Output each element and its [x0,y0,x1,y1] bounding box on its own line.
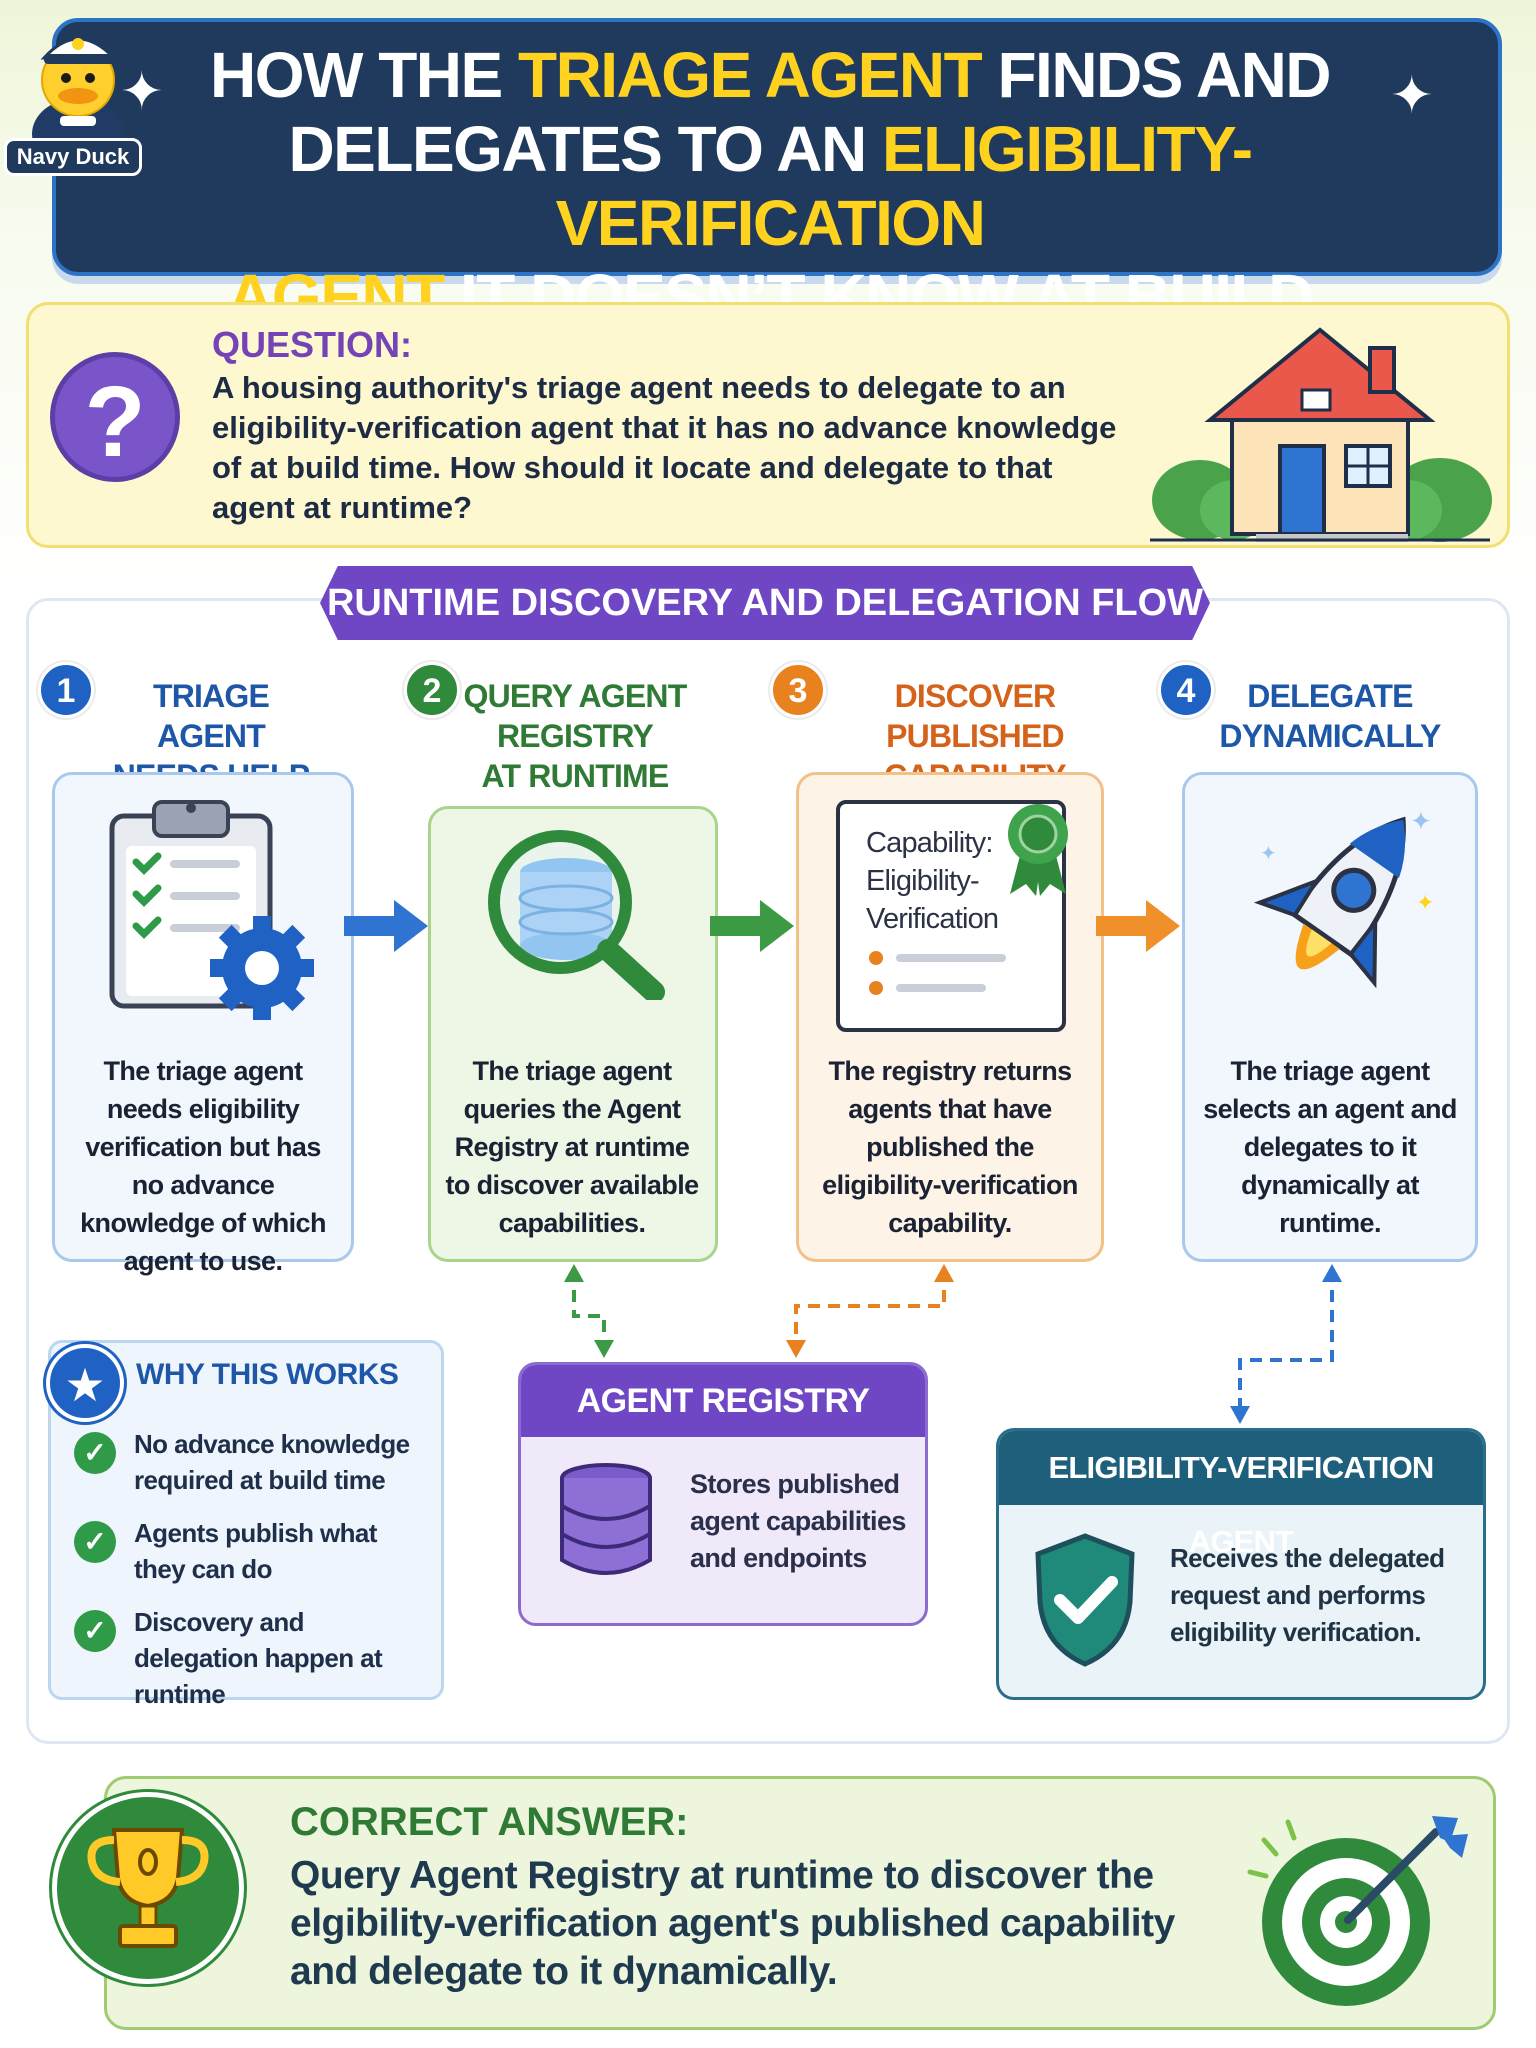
eligibility-agent-text: Receives the delegated request and perfo… [1170,1543,1445,1647]
check-circle-icon: ✓ [74,1610,116,1652]
clipboard-gear-icon [109,800,314,1020]
question-mark-icon: ? [50,352,180,482]
why-this-works-title: WHY THIS WORKS [136,1358,399,1391]
question-text: A housing authority's triage agent needs… [212,370,1117,525]
navy-duck-mascot-icon [32,37,124,170]
header-banner [52,18,1502,276]
agent-registry-title: AGENT REGISTRY [521,1365,925,1437]
arrow-right-icon [710,900,794,952]
rocket-icon: ✦ ✦ ✦ [1253,806,1434,989]
sparkle-icon: ✦ [1390,67,1434,125]
step-4-description: The triage agent selects an agent and de… [1203,1056,1457,1238]
step-1-description: The triage agent needs eligibility verif… [80,1056,326,1276]
check-circle-icon: ✓ [74,1521,116,1563]
trophy-icon [87,1828,209,1948]
eligibility-agent-title: ELIGIBILITY-VERIFICATION AGENT [999,1431,1483,1559]
step-3-number: 3 [770,662,826,718]
why-item: ✓ No advance knowledge required at build… [74,1426,434,1506]
database-icon [560,1463,652,1575]
arrow-right-icon [1096,900,1180,952]
step-4-number: 4 [1158,662,1214,718]
svg-text:✦: ✦ [1416,890,1434,915]
step-2-description: The triage agent queries the Agent Regis… [445,1056,699,1238]
check-circle-icon: ✓ [74,1432,116,1474]
step-2-number: 2 [404,662,460,718]
svg-text:✦: ✦ [1410,806,1432,836]
agent-registry-text: Stores published agent capabilities and … [690,1469,906,1573]
answer-card [104,1776,1496,2030]
question-label: QUESTION: [212,324,413,365]
arrow-right-icon [344,900,428,952]
capability-document-text: Capability:Eligibility-Verification [866,827,999,935]
search-database-icon [488,830,665,1000]
house-icon [1150,327,1492,542]
shield-check-icon [1035,1533,1135,1667]
step-4-card [1182,772,1478,1262]
why-this-works-card [48,1340,444,1700]
step-3-description: The registry returns agents that have pu… [822,1056,1078,1238]
flow-banner: RUNTIME DISCOVERY AND DELEGATION FLOW [320,566,1210,640]
answer-text: Query Agent Registry at runtime to disco… [290,1854,1175,1993]
duck-label: Navy Duck [4,138,142,176]
step-1-number: 1 [38,662,94,718]
target-arrow-icon [1247,1816,1468,2006]
sparkle-icon: ✦ [120,63,164,121]
star-icon: ★ [46,1344,124,1422]
svg-text:✦: ✦ [1260,843,1277,865]
answer-label: CORRECT ANSWER: [290,1800,689,1844]
why-item: ✓ Discovery and delegation happen at run… [74,1604,434,1709]
award-ribbon-icon [1008,804,1068,896]
list-lines-icon [869,951,1006,995]
why-item: ✓ Agents publish what they can do [74,1515,434,1595]
